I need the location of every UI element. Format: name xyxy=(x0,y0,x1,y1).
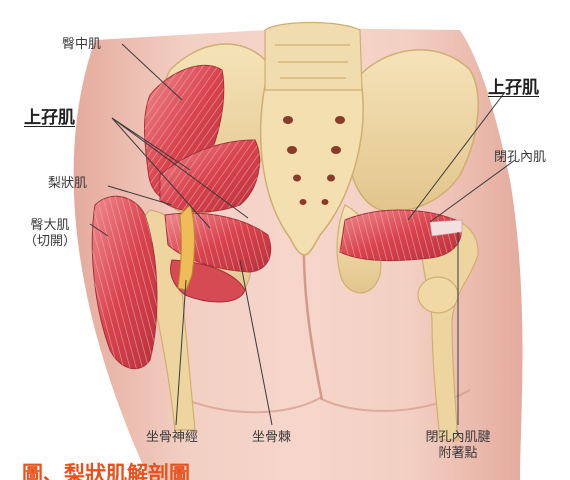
figure-caption: 圖、梨狀肌解剖圖 xyxy=(22,458,190,480)
label-gluteus-maximus-note: （切開） xyxy=(12,234,88,250)
label-superior-gemellus-right: 上孖肌 xyxy=(488,78,539,98)
label-gluteus-maximus-name: 臀大肌 xyxy=(12,218,88,234)
label-gluteus-medius: 臀中肌 xyxy=(62,37,101,53)
label-obturator-tendon-note: 附著點 xyxy=(408,446,508,462)
label-obturator-tendon: 閉孔內肌腱 附著點 xyxy=(408,430,508,461)
label-sciatic-nerve: 坐骨神經 xyxy=(146,430,198,446)
label-gluteus-maximus: 臀大肌 （切開） xyxy=(12,218,88,249)
label-obturator-internus: 閉孔內肌 xyxy=(494,150,546,166)
label-obturator-tendon-name: 閉孔內肌腱 xyxy=(408,430,508,446)
label-ischial-spine: 坐骨棘 xyxy=(252,430,291,446)
label-superior-gemellus-left: 上孖肌 xyxy=(24,108,75,128)
label-piriformis: 梨狀肌 xyxy=(48,176,87,192)
